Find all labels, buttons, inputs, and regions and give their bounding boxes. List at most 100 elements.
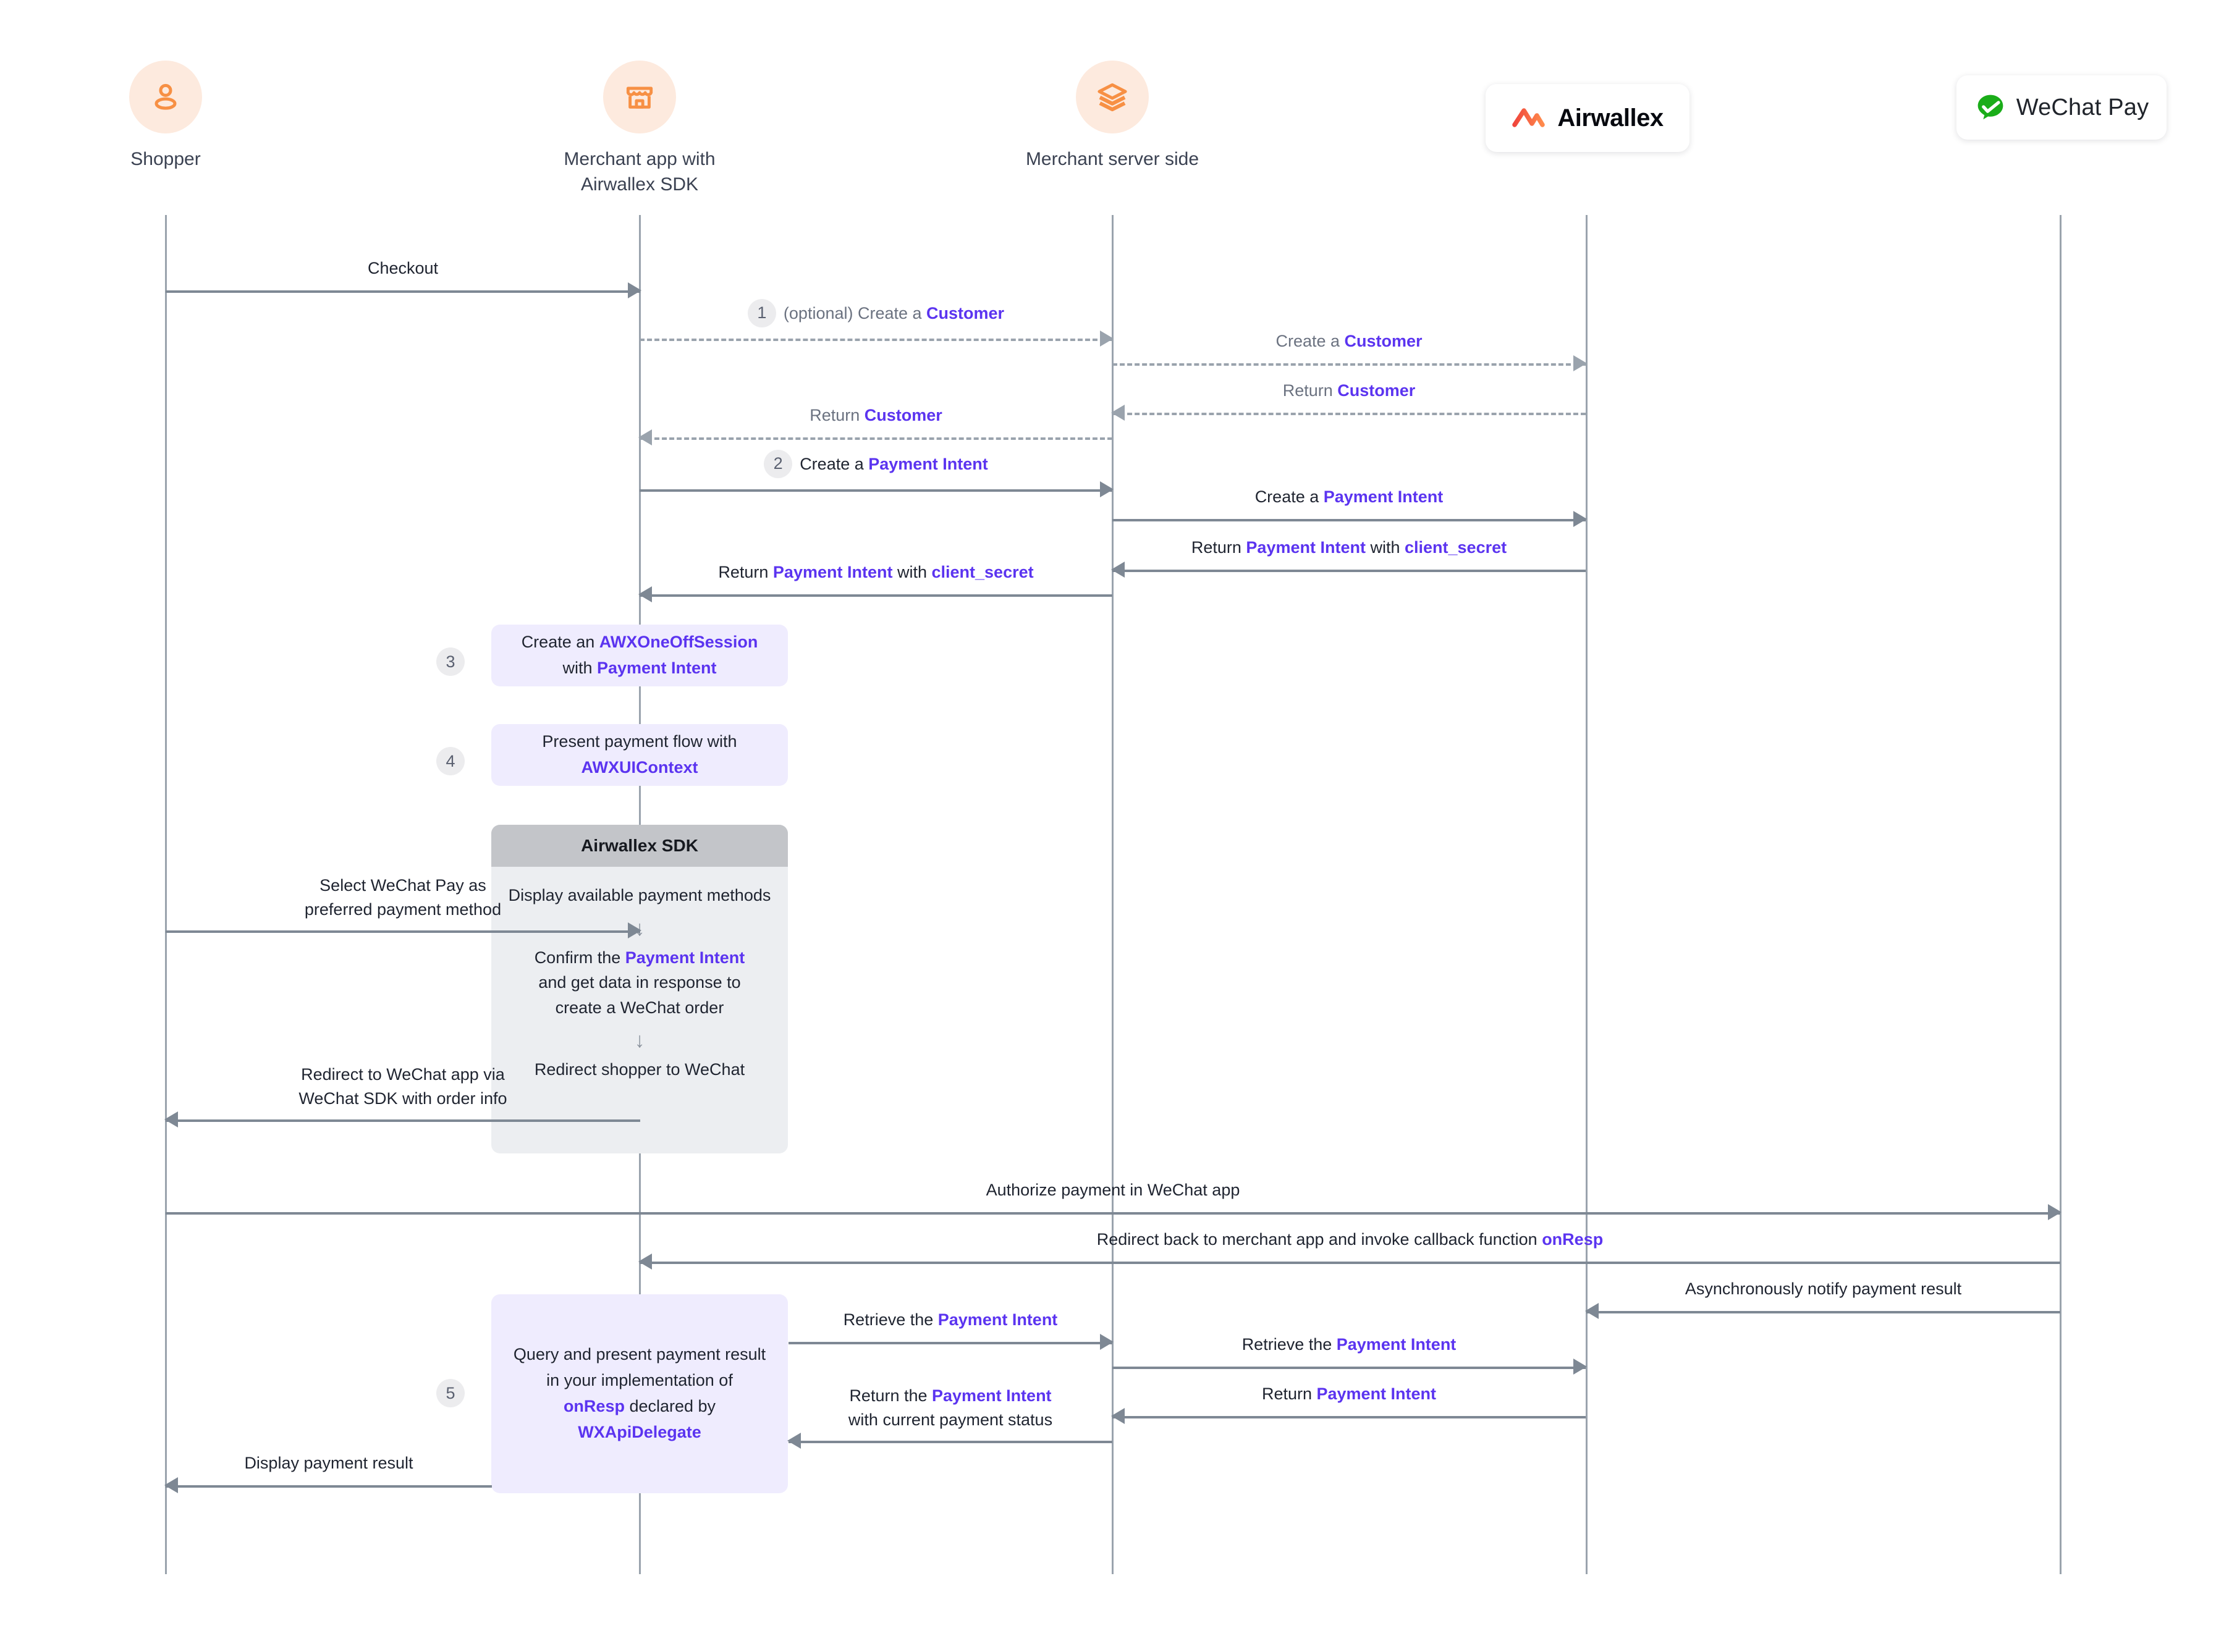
- arrowhead-left-icon: [1111, 1408, 1125, 1424]
- message-label-prefix: Return: [1282, 381, 1338, 400]
- wechat-pay-logo-icon: [1977, 95, 2003, 120]
- note-text: Create an AWXOneOffSession with Payment …: [522, 630, 758, 681]
- note-line2-prefix: with: [562, 659, 597, 677]
- arrowhead-left-icon: [1111, 405, 1125, 421]
- arrow-line: [1112, 1367, 1586, 1369]
- arrowhead-right-icon: [1100, 481, 1114, 497]
- storefront-icon: [603, 61, 676, 133]
- arrowhead-right-icon: [628, 922, 641, 938]
- message-label-keyword2: client_secret: [1405, 537, 1507, 557]
- note-line3-keyword: onResp: [563, 1397, 625, 1415]
- arrowhead-right-icon: [1100, 1334, 1114, 1350]
- message-label-prefix: (optional) Create a: [783, 304, 927, 323]
- message-label: Authorize payment in WeChat app: [986, 1180, 1240, 1199]
- message-label: Redirect to WeChat app via WeChat SDK wi…: [166, 1063, 640, 1111]
- message-label-line1: Select WeChat Pay as: [319, 875, 486, 895]
- arrowhead-right-icon: [2048, 1204, 2062, 1220]
- arrow-line: [166, 290, 640, 293]
- message-label-prefix: Create a: [800, 455, 869, 474]
- message-label-line2: WeChat SDK with order info: [298, 1089, 507, 1108]
- message-label: Return Payment Intent with client_secret: [1112, 536, 1586, 560]
- arrow-line: [166, 1119, 640, 1122]
- message-label-prefix: Create a: [1254, 487, 1324, 506]
- message-label-keyword: onResp: [1542, 1229, 1604, 1249]
- actor-label-line1: Merchant app with: [564, 149, 716, 169]
- message-label-mid: with: [1365, 537, 1405, 557]
- arrowhead-left-icon: [164, 1111, 178, 1127]
- sdk-step-2-prefix: Confirm the: [534, 948, 625, 967]
- arrow-line: [1112, 363, 1586, 366]
- arrow-line: [640, 1262, 2060, 1264]
- sdk-box-body: Display available payment methods ↓ Conf…: [491, 867, 788, 1097]
- actor-label-shopper: Shopper: [130, 149, 201, 169]
- note-line4-keyword: WXApiDelegate: [578, 1422, 701, 1441]
- step-badge-3: 3: [436, 647, 465, 676]
- note-create-awxoneoffsession: Create an AWXOneOffSession with Payment …: [491, 625, 788, 686]
- message-label: Return Customer: [1112, 379, 1586, 403]
- message-label: Return Customer: [640, 403, 1112, 428]
- brand-chip-airwallex: Airwallex: [1486, 84, 1689, 152]
- lifeline-merchant-server: [1112, 215, 1114, 1574]
- message-label: Checkout: [367, 258, 439, 277]
- note-present-payment-flow: Present payment flow with AWXUIContext: [491, 724, 788, 786]
- message-label-keyword: Payment Intent: [937, 1310, 1058, 1329]
- message-label-keyword: Payment Intent: [1323, 487, 1444, 506]
- message-label-prefix: Return: [810, 405, 865, 424]
- person-icon: [129, 61, 202, 133]
- down-arrow-icon: ↓: [634, 1029, 645, 1052]
- arrow-line: [1112, 519, 1586, 521]
- message-label-keyword: Customer: [926, 304, 1005, 323]
- actor-merchant-server: Merchant server side: [983, 61, 1242, 172]
- actor-label-line2: Airwallex SDK: [580, 174, 699, 195]
- message-label-keyword: Customer: [1337, 381, 1416, 400]
- message-label-line2: preferred payment method: [304, 900, 502, 919]
- message-label-line1: Redirect to WeChat app via: [301, 1064, 505, 1084]
- lifeline-shopper: [165, 215, 167, 1574]
- airwallex-logo-icon: [1512, 108, 1546, 127]
- step-badge-4: 4: [436, 747, 465, 775]
- message-label-keyword: Customer: [1344, 331, 1423, 350]
- sdk-box-header: Airwallex SDK: [491, 825, 788, 867]
- arrowhead-left-icon: [1111, 562, 1125, 578]
- sdk-step-2-keyword: Payment Intent: [625, 948, 745, 967]
- message-label: Display payment result: [244, 1453, 413, 1472]
- message-label-keyword: Payment Intent: [868, 455, 988, 474]
- message-label-prefix: Retrieve the: [843, 1310, 938, 1329]
- layers-icon: [1076, 61, 1149, 133]
- arrowhead-left-icon: [638, 586, 652, 602]
- arrowhead-right-icon: [1573, 511, 1587, 527]
- arrow-line: [640, 437, 1112, 440]
- wechat-pay-wordmark: WeChat Pay: [2016, 94, 2149, 120]
- message-label-keyword: Payment Intent: [1316, 1384, 1437, 1403]
- arrowhead-right-icon: [1573, 1359, 1587, 1375]
- note-line1: Query and present payment result: [513, 1345, 766, 1364]
- message-label: Retrieve the Payment Intent: [789, 1308, 1112, 1332]
- arrow-line: [166, 1485, 492, 1488]
- arrowhead-left-icon: [638, 429, 652, 445]
- message-label-keyword: Payment Intent: [1336, 1334, 1457, 1354]
- airwallex-sdk-box: Airwallex SDK Display available payment …: [491, 825, 788, 1153]
- actor-label-merchant-server: Merchant server side: [1025, 149, 1199, 169]
- note-line1-prefix: Present payment flow with: [542, 732, 737, 751]
- note-query-present-payment-result: Query and present payment result in your…: [491, 1294, 788, 1493]
- message-label-prefix: Return: [1261, 1384, 1317, 1403]
- note-line1-keyword: AWXOneOffSession: [599, 633, 758, 652]
- sdk-step-3: Redirect shopper to WeChat: [534, 1060, 745, 1079]
- lifeline-airwallex: [1586, 215, 1588, 1574]
- message-label-keyword: Customer: [864, 405, 942, 424]
- arrow-line: [640, 339, 1112, 341]
- message-label-keyword: Payment Intent: [772, 562, 893, 581]
- arrowhead-left-icon: [1585, 1303, 1599, 1319]
- note-text: Query and present payment result in your…: [514, 1342, 766, 1445]
- sdk-step-2: Confirm the Payment Intent and get data …: [504, 945, 776, 1021]
- message-label: Redirect back to merchant app and invoke…: [640, 1228, 2060, 1252]
- arrowhead-left-icon: [638, 1254, 652, 1270]
- message-label-prefix: Retrieve the: [1241, 1334, 1337, 1354]
- message-label-keyword: Payment Intent: [1246, 537, 1366, 557]
- message-label: Return Payment Intent with client_secret: [640, 560, 1112, 584]
- message-label: Return the Payment Intent with current p…: [789, 1384, 1112, 1432]
- arrowhead-right-icon: [1100, 331, 1114, 347]
- note-line2-keyword: Payment Intent: [596, 659, 717, 677]
